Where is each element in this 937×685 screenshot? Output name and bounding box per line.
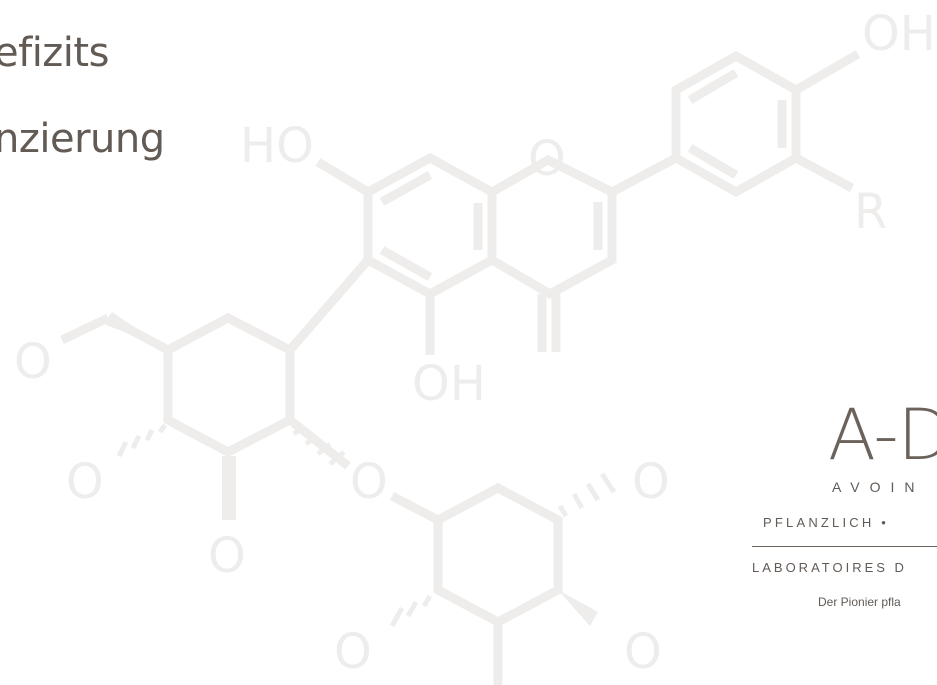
label-o-bottom-right: O: [624, 624, 662, 680]
ring-c: [489, 154, 617, 300]
label-o-bridge: O: [350, 454, 388, 510]
label-o-far-left: O: [14, 334, 52, 390]
ring-b-inner-3: [687, 144, 739, 179]
label-o-bottom-left: O: [208, 528, 246, 584]
ring-a-inner-3: [379, 246, 433, 281]
sugar-ring-1: [163, 312, 295, 458]
wedge-sugar2: [558, 590, 598, 626]
label-ring-oxygen: O: [528, 131, 566, 187]
label-r-group: R: [854, 184, 887, 240]
bond-c-glycoside: [286, 257, 372, 353]
sugar-ring-2: [433, 482, 563, 628]
label-o-bottom-lower: O: [334, 624, 372, 680]
bond-o-sugar2: [389, 492, 441, 524]
label-oh-top-right: OH: [862, 6, 936, 62]
bond-ho-left: [315, 158, 371, 196]
bond-ch2-o: [60, 313, 110, 345]
wedge-ch2: [104, 312, 168, 350]
label-o-right-upper: O: [632, 454, 670, 510]
bond-r: [793, 154, 855, 192]
heading-line-2: nzierung: [0, 116, 165, 162]
heading-line-1: efizits: [0, 30, 109, 76]
wedge-down: [222, 456, 236, 520]
bond-oh-top: [793, 50, 861, 94]
ring-b-inner-1: [687, 69, 739, 104]
label-o-left-lower: O: [66, 454, 104, 510]
label-ho-left: HO: [240, 118, 314, 174]
label-oh-bottom: OH: [412, 356, 486, 412]
bond-c-b: [609, 154, 679, 196]
ring-a-inner-1: [379, 171, 433, 206]
